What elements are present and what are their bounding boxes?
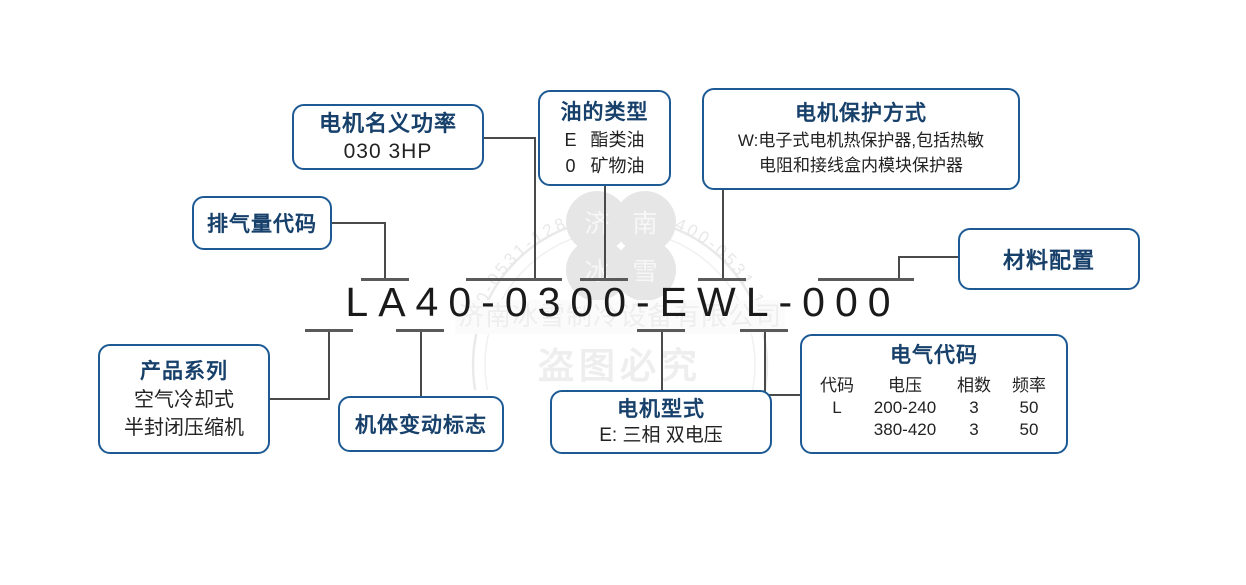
connector-material [898,256,960,258]
code-tick-under-l [305,329,353,332]
code-tick-over-000 [818,278,914,281]
cell-frequency-r1: 50 [1019,398,1039,417]
box-material-config[interactable]: 材料配置 [958,228,1140,290]
box-oil-type[interactable]: 油的类型 E 酯类油 0 矿物油 [538,90,671,186]
col-header-phase: 相数 [957,376,991,395]
electrical-code-title: 电气代码 [890,344,978,367]
oil-type-label-0: 矿物油 [590,156,645,176]
table-row: L 200-240 3 50 [811,397,1057,419]
box-body-change-mark[interactable]: 机体变动标志 [338,396,504,452]
motor-protection-line-1: W:电子式电机热保护器,包括热敏 [737,131,985,150]
cell-code-r2 [811,419,863,441]
motor-type-title: 电机型式 [617,397,705,421]
oil-type-code-e: E [564,130,577,150]
box-product-series[interactable]: 产品系列 空气冷却式 半封闭压缩机 [98,344,270,454]
connector-displacement [330,222,386,224]
table-row: 380-420 3 50 [811,419,1057,441]
connector-material [898,256,900,280]
motor-protection-line-2: 电阻和接线盒内模块保护器 [759,156,963,175]
product-series-line-1: 空气冷却式 [134,388,234,411]
connector-displacement [384,222,386,280]
displacement-code-title: 排气量代码 [207,213,317,236]
connector-motor-protection [722,190,724,280]
material-config-title: 材料配置 [1002,248,1095,273]
code-tick-under-l2 [740,329,788,332]
oil-type-row-0: 0 矿物油 [565,152,645,178]
connector-electrical [764,394,808,396]
product-series-title: 产品系列 [140,359,228,383]
cell-code-r1: L [832,398,842,417]
motor-protection-title: 电机保护方式 [795,102,927,125]
body-change-mark-title: 机体变动标志 [355,414,487,437]
box-motor-protection[interactable]: 电机保护方式 W:电子式电机热保护器,包括热敏 电阻和接线盒内模块保护器 [702,88,1020,190]
cell-phase-r1: 3 [969,398,979,417]
box-motor-type[interactable]: 电机型式 E: 三相 双电压 [550,390,772,454]
oil-type-row-e: E 酯类油 [565,126,645,152]
col-header-code: 代码 [820,376,854,395]
connector-electrical [764,331,766,396]
product-series-line-2: 半封闭压缩机 [124,416,244,439]
electrical-code-table: 代码 电压 相数 频率 L 200-240 3 50 380-420 3 50 [811,370,1057,441]
motor-power-value: 030 3HP [343,139,433,163]
model-code-string: LA40-0300-EWL-000 [0,279,1246,326]
table-header-row: 代码 电压 相数 频率 [811,370,1057,397]
box-motor-power[interactable]: 电机名义功率 030 3HP [292,104,484,170]
box-displacement-code[interactable]: 排气量代码 [192,196,332,250]
code-tick-under-0 [396,329,444,332]
motor-power-title: 电机名义功率 [318,110,457,136]
motor-type-value: E: 三相 双电压 [599,424,723,446]
oil-type-code-0: 0 [565,156,576,176]
cell-voltage-r1: 200-240 [873,398,937,417]
col-header-frequency: 频率 [1012,376,1046,395]
model-code-text: LA40-0300-EWL-000 [345,279,901,325]
connector-oil-type [604,186,606,280]
connector-product-series [270,398,330,400]
box-electrical-code[interactable]: 电气代码 代码 电压 相数 频率 L 200-240 3 50 [800,334,1068,454]
cell-voltage-r2: 380-420 [873,420,937,439]
connector-body-change [420,331,422,399]
oil-type-label-e: 酯类油 [590,130,645,150]
code-tick-over-a [361,278,409,281]
svg-text:南: 南 [632,209,657,238]
cell-phase-r2: 3 [969,420,979,439]
connector-product-series [328,331,330,400]
cell-frequency-r2: 50 [1019,420,1039,439]
svg-text:盗图必究: 盗图必究 [538,346,702,387]
connector-motor-power [534,137,536,280]
code-tick-under-e [637,329,685,332]
oil-type-title: 油的类型 [560,101,649,124]
connector-motor-type [661,331,663,393]
col-header-voltage: 电压 [888,376,922,395]
connector-motor-power [484,137,536,139]
